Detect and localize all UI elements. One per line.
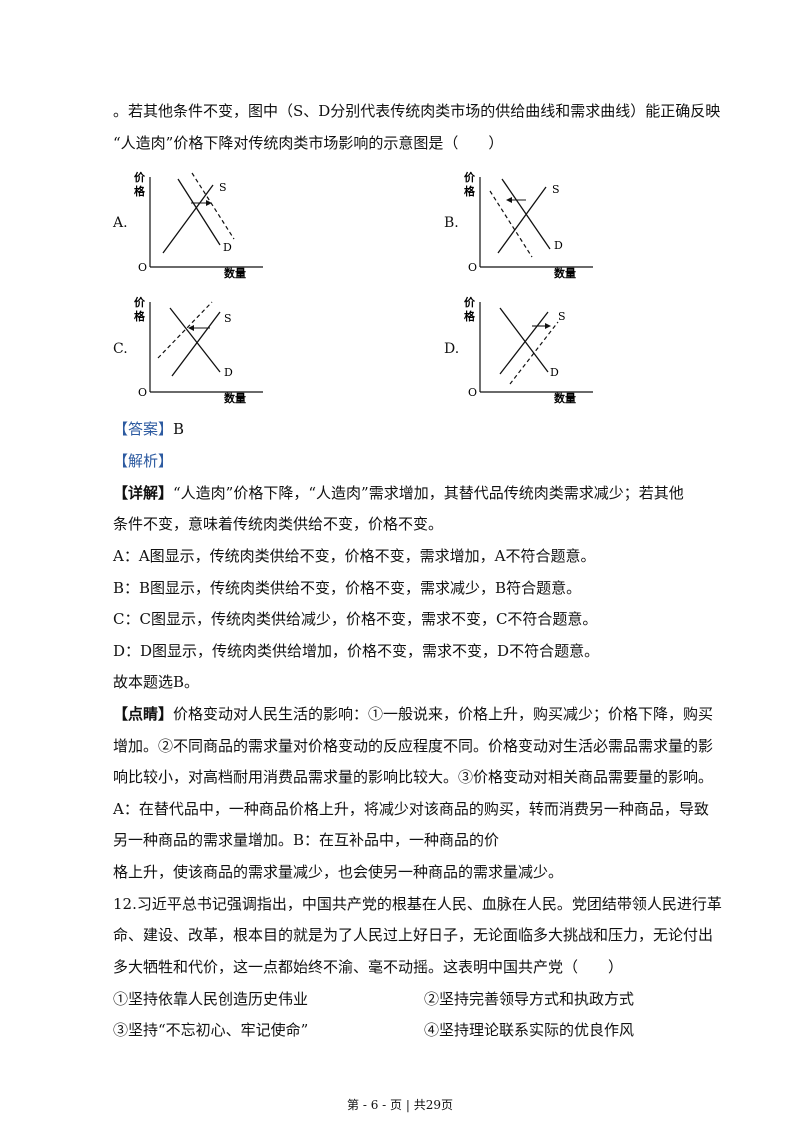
detail-option-b: B：B图显示，传统肉类供给不变，价格不变，需求减少，B符合题意。	[113, 579, 582, 597]
supply-curve	[497, 186, 547, 254]
q12-option4: ④坚持理论联系实际的优良作风	[424, 1021, 635, 1039]
graph-axes	[479, 302, 593, 393]
arrow-head	[506, 197, 512, 203]
detail-conclusion: 故本题选B。	[113, 673, 200, 691]
supply-label: S	[558, 310, 566, 323]
graph-option-b: 价 格 O 数量 S D	[464, 171, 593, 280]
tip-text: 价格变动对人民生活的影响：①一般说来，价格上升，购买减少；价格下降，购买	[173, 705, 714, 723]
origin-label: O	[138, 261, 147, 274]
graph-option-a: 价 格 O 数量 S D	[134, 171, 263, 280]
q12-line1: 12.习近平总书记强调指出，中国共产党的根基在人民、血脉在人民。党团结带领人民进…	[113, 895, 722, 913]
quantity-label: 数量	[224, 391, 246, 405]
q12-option3: ③坚持“不忘初心、牢记使命”	[113, 1021, 309, 1039]
answer-line: 【答案】B	[113, 419, 184, 439]
detail-option-c: C：C图显示，传统肉类供给减少，价格不变，需求不变，C不符合题意。	[113, 610, 598, 628]
graph-axes	[479, 177, 593, 268]
question-intro-line2: “人造肉”价格下降对传统肉类市场影响的示意图是（ ）	[113, 134, 504, 152]
detail-option-d: D：D图显示，传统肉类供给增加，价格不变，需求不变，D不符合题意。	[113, 642, 600, 660]
new-demand-curve	[191, 172, 235, 240]
analysis-tag: 【解析】	[113, 452, 174, 470]
tip-line5: 另一种商品的需求量增加。B：在互补品中，一种商品的价	[113, 831, 500, 849]
demand-label: D	[554, 239, 563, 252]
price-label-bottom: 格	[464, 184, 476, 198]
demand-label: D	[224, 366, 233, 379]
arrow-head	[545, 323, 551, 329]
option-c-label: C.	[113, 341, 128, 357]
supply-label: S	[219, 181, 227, 194]
supply-label: S	[552, 183, 560, 196]
option-d-label: D.	[444, 341, 460, 357]
tip-line4: A：在替代品中，一种商品价格上升，将减少对该商品的购买，转而消费另一种商品，导致	[113, 800, 709, 818]
tip-line3: 响比较小，对高档耐用消费品需求量的影响比较大。③价格变动对相关商品需要量的影响。	[113, 768, 714, 786]
graph-option-c: 价 格 O 数量 S D	[134, 296, 263, 405]
supply-curve	[171, 311, 221, 377]
arrow-head	[188, 325, 194, 331]
price-label-top: 价	[464, 296, 476, 309]
arrow-head	[206, 200, 212, 206]
demand-curve	[499, 307, 549, 373]
demand-curve	[177, 178, 221, 246]
detail-text: “人造肉”价格下降，“人造肉”需求增加，其替代品传统肉类需求减少；若其他	[173, 484, 684, 502]
price-label-bottom: 格	[134, 309, 146, 323]
quantity-label: 数量	[224, 266, 246, 280]
option-b-label: B.	[444, 215, 459, 231]
price-label-top: 价	[134, 296, 146, 309]
option-a-label: A.	[113, 215, 128, 231]
page-footer: 第 - 6 - 页 | 共29页	[347, 1098, 453, 1112]
price-label-bottom: 格	[134, 184, 146, 198]
quantity-label: 数量	[554, 391, 576, 405]
supply-label: S	[224, 312, 232, 325]
origin-label: O	[468, 261, 477, 274]
origin-label: O	[138, 386, 147, 399]
answer-value: B	[173, 420, 185, 438]
origin-label: O	[468, 386, 477, 399]
q12-line3: 多大牺牲和代价，这一点都始终不渝、毫不动摇。这表明中国共产党（ ）	[113, 958, 624, 976]
detail-tag: 【详解】	[113, 484, 174, 502]
q12-option1: ①坚持依靠人民创造历史伟业	[113, 990, 309, 1008]
new-supply-curve	[509, 321, 559, 385]
tip-tag: 【点睛】	[113, 705, 174, 723]
supply-curve	[499, 311, 549, 375]
supply-curve	[162, 184, 214, 254]
question-intro-line1: 。若其他条件不变，图中（S、D分别代表传统肉类市场的供给曲线和需求曲线）能正确反…	[113, 102, 721, 120]
tip-line2: 增加。②不同商品的需求量对价格变动的反应程度不同。价格变动对生活必需品需求量的影	[113, 737, 714, 755]
q12-option2: ②坚持完善领导方式和执政方式	[424, 990, 635, 1008]
quantity-label: 数量	[554, 266, 576, 280]
demand-label: D	[550, 366, 559, 379]
detail-option-a: A：A图显示，传统肉类供给不变，价格不变，需求增加，A不符合题意。	[113, 547, 596, 565]
answer-tag: 【答案】	[113, 420, 174, 438]
demand-curve	[169, 307, 221, 373]
demand-curve	[501, 178, 551, 250]
q12-line2: 命、建设、改革，根本目的就是为了人民过上好日子，无论面临多大挑战和压力，无论付出	[113, 926, 714, 944]
price-label-bottom: 格	[464, 309, 476, 323]
price-label-top: 价	[464, 171, 476, 184]
detail-line2: 条件不变，意味着传统肉类供给不变，价格不变。	[113, 515, 444, 533]
graph-option-d: 价 格 O 数量 S D	[464, 296, 593, 405]
graph-axes	[149, 302, 263, 393]
demand-label: D	[223, 241, 232, 254]
graph-axes	[149, 177, 263, 268]
tip-line1: 【点睛】价格变动对人民生活的影响：①一般说来，价格上升，购买减少；价格下降，购买	[113, 704, 713, 724]
tip-line6: 格上升，使该商品的需求量减少，也会使另一种商品的需求量减少。	[113, 863, 564, 881]
price-label-top: 价	[134, 171, 146, 184]
detail-line1: 【详解】“人造肉”价格下降，“人造肉”需求增加，其替代品传统肉类需求减少；若其他	[113, 483, 684, 503]
new-demand-curve	[489, 190, 533, 258]
new-supply-curve	[157, 301, 213, 359]
